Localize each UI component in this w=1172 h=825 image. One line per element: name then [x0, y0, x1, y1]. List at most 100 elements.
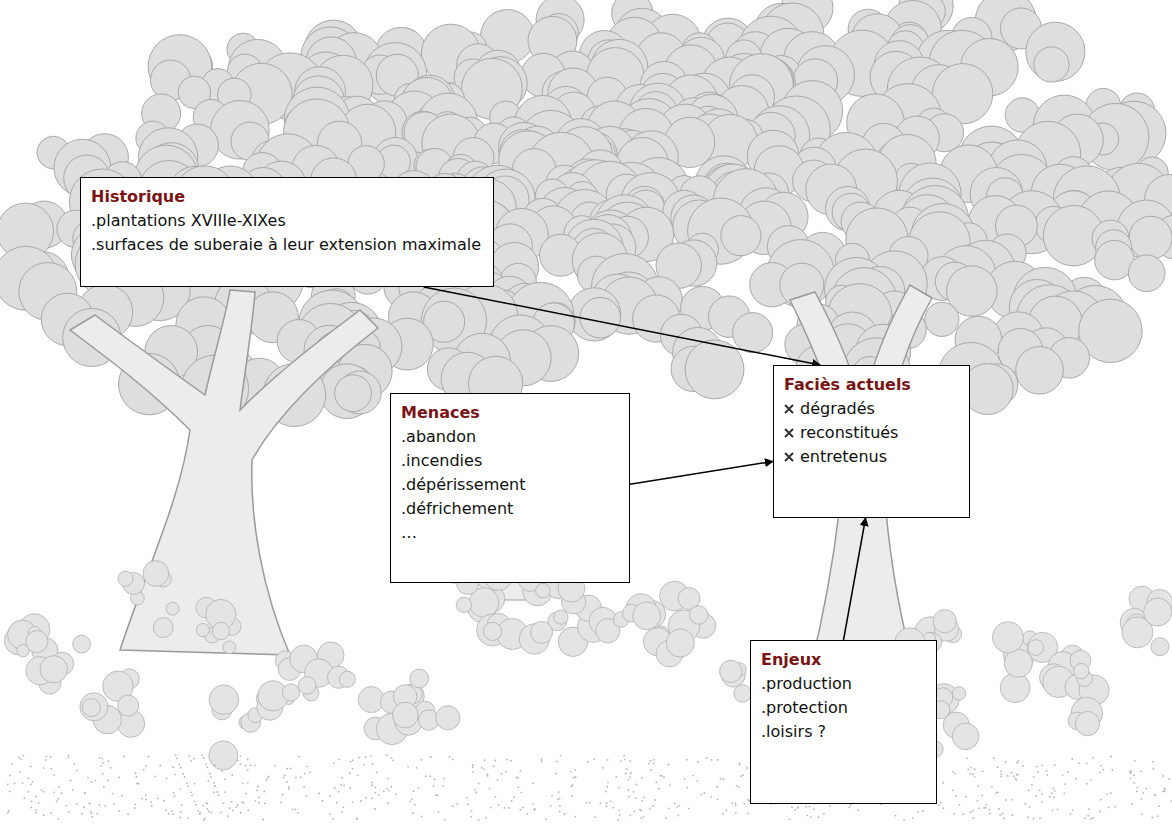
ground-dot [61, 792, 63, 794]
ground-dot [303, 786, 305, 788]
ground-dot [489, 788, 491, 790]
ground-dot [735, 804, 737, 806]
ground-dot [1052, 809, 1054, 811]
ground-dot [1062, 774, 1064, 776]
ground-dot [45, 759, 47, 761]
ground-dot [1168, 778, 1170, 780]
cross-bullet [784, 452, 794, 462]
ground-dot [969, 773, 971, 775]
ground-dot [734, 802, 736, 804]
leaf-clump [1128, 255, 1165, 292]
ground-dot [985, 807, 987, 809]
ground-dot [550, 805, 552, 807]
ground-dot [127, 813, 129, 815]
ground-dot [284, 774, 286, 776]
ground-dot [981, 794, 983, 796]
ground-dot [722, 813, 724, 815]
ground-dot [952, 771, 954, 773]
ground-dot [187, 817, 189, 819]
ground-dot [19, 771, 21, 773]
ground-dot [255, 800, 257, 802]
ground-dot [571, 785, 573, 787]
ground-dot [1134, 760, 1136, 762]
ground-dot [483, 768, 485, 770]
ground-dot [722, 778, 724, 780]
ground-dot [679, 805, 681, 807]
ground-dot [258, 797, 260, 799]
ground-dot [917, 811, 919, 813]
ground-dot [493, 765, 495, 767]
ground-dot [280, 801, 282, 803]
ground-dot [1072, 809, 1074, 811]
ground-dot [172, 766, 174, 768]
ground-dot [154, 775, 156, 777]
ground-dot [20, 758, 22, 760]
ground-dot [342, 806, 344, 808]
ground-dot [245, 765, 247, 767]
ground-dot [416, 767, 418, 769]
ground-dot [136, 776, 138, 778]
ground-dot [180, 788, 182, 790]
ground-dot [1158, 805, 1160, 807]
ground-dot [857, 810, 859, 812]
ground-dot [135, 772, 137, 774]
ground-dot [674, 803, 676, 805]
ground-dot [257, 786, 259, 788]
ground-dot [263, 791, 265, 793]
ground-dot [333, 762, 335, 764]
ground-dot [283, 777, 285, 779]
ground-dot [1053, 796, 1055, 798]
ground-dot [134, 807, 136, 809]
ground-dot [813, 808, 815, 810]
shrub-leaf [153, 618, 173, 638]
ground-dot [478, 819, 480, 821]
ground-dot [1154, 794, 1156, 796]
ground-dot [1036, 766, 1038, 768]
ground-dot [648, 763, 650, 765]
ground-dot [484, 759, 486, 761]
ground-dot [612, 807, 614, 809]
ground-dot [81, 813, 83, 815]
ground-dot [214, 785, 216, 787]
list-item: .loisirs ? [761, 720, 924, 744]
ground-dot [954, 772, 956, 774]
ground-dot [420, 759, 422, 761]
ground-dot [478, 783, 480, 785]
shrub-leaf [392, 702, 418, 728]
ground-dot [53, 791, 55, 793]
ground-dot [174, 795, 176, 797]
ground-dot [184, 776, 186, 778]
leaf-clump [1016, 347, 1064, 395]
ground-dot [357, 774, 359, 776]
shrub-leaf [118, 695, 139, 716]
ground-dot [72, 789, 74, 791]
ground-dot [677, 815, 679, 817]
ground-dot [27, 791, 29, 793]
ground-dot [472, 764, 474, 766]
ground-dot [237, 759, 239, 761]
ground-dot [23, 797, 25, 799]
box-heading: Menaces [401, 401, 617, 425]
ground-dot [625, 773, 627, 775]
ground-dot [688, 808, 690, 810]
ground-dot [341, 811, 343, 813]
ground-dot [203, 819, 205, 821]
ground-dot [207, 780, 209, 782]
ground-dot [1033, 776, 1035, 778]
ground-dot [746, 767, 748, 769]
ground-dot [560, 755, 562, 757]
ground-dot [1011, 799, 1013, 801]
ground-dot [500, 773, 502, 775]
ground-dot [806, 814, 808, 816]
ground-dot [343, 784, 345, 786]
ground-dot [628, 779, 630, 781]
ground-dot [797, 807, 799, 809]
ground-dot [35, 809, 37, 811]
ground-dot [286, 768, 288, 770]
ground-dot [1037, 771, 1039, 773]
ground-dot [940, 802, 942, 804]
ground-dot [574, 769, 576, 771]
ground-dot [350, 761, 352, 763]
